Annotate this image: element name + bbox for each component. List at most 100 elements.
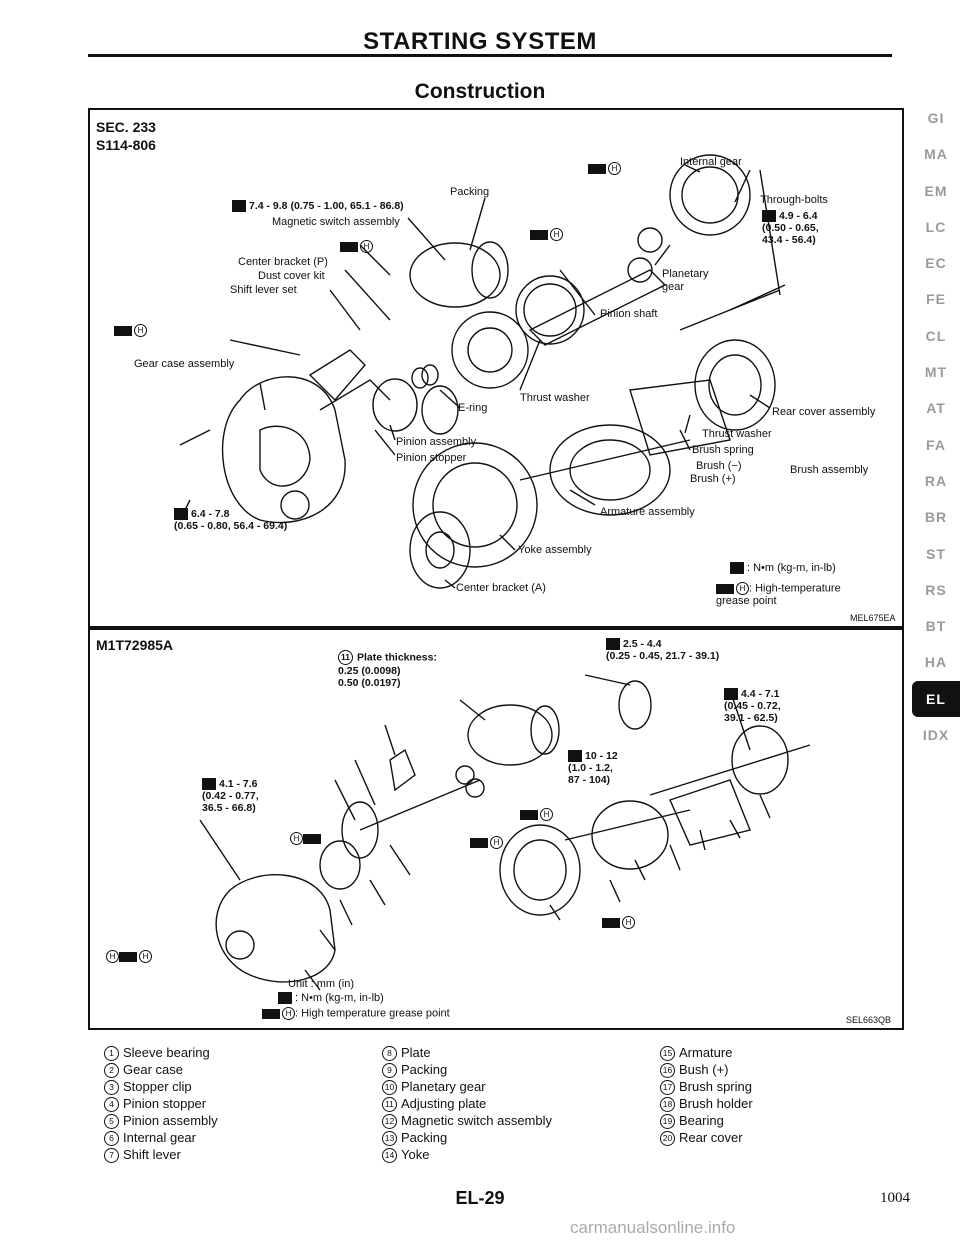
grease-point-marker: H: [602, 916, 635, 929]
part-name: Rear cover: [679, 1130, 743, 1146]
h-circle-icon: H: [540, 808, 553, 821]
label-yoke: Yoke assembly: [518, 544, 592, 556]
part-number: 17: [660, 1080, 675, 1096]
torque-spec-a: 2.5 - 4.4 (0.25 - 0.45, 21.7 - 39.1): [606, 638, 719, 662]
grease-point-marker: H: [114, 324, 147, 337]
h-circle-icon: H: [282, 1007, 295, 1020]
label-brush-negative: Brush (−): [696, 460, 742, 472]
torque-value: 6.4 - 7.8 (0.65 - 0.80, 56.4 - 69.4): [174, 508, 288, 533]
tab-lc[interactable]: LC: [925, 218, 947, 235]
part-number: 20: [660, 1131, 675, 1147]
tab-cl[interactable]: CL: [925, 327, 947, 344]
label-dust-cover: Dust cover kit: [258, 270, 325, 282]
torque-icon: [724, 688, 738, 701]
part-number: 12: [382, 1114, 397, 1130]
part-number: 9: [382, 1063, 397, 1079]
part-name: Packing: [401, 1062, 448, 1078]
legend-grease: H: High temperature grease point: [262, 1007, 450, 1020]
page-title: STARTING SYSTEM: [363, 28, 597, 55]
unit-note: Unit : mm (in): [288, 978, 354, 990]
tab-at[interactable]: AT: [926, 400, 946, 417]
grease-icon: [716, 583, 734, 594]
tab-ha[interactable]: HA: [924, 654, 948, 671]
part-number: 13: [382, 1131, 397, 1147]
grease-point-marker: H: [340, 240, 373, 253]
part-name: Armature: [679, 1045, 733, 1060]
torque-icon: [568, 750, 582, 763]
label-brush-spring: Brush spring: [692, 444, 754, 456]
part-name: Bush (+): [679, 1062, 729, 1078]
tab-br[interactable]: BR: [924, 509, 948, 526]
part-number: 4: [104, 1097, 119, 1113]
tab-gi[interactable]: GI: [927, 110, 945, 126]
h-circle-icon: H: [608, 162, 621, 175]
part-name: Shift lever: [123, 1147, 181, 1163]
part-number: 7: [104, 1148, 119, 1164]
torque-value: 4.4 - 7.1 (0.45 - 0.72, 39.1 - 62.5): [724, 688, 781, 725]
section-tabs: GI MA EM LC EC FE CL MT AT FA RA BR ST R…: [912, 100, 960, 753]
part-number: 10: [382, 1080, 397, 1096]
label-e-ring: E-ring: [458, 402, 488, 414]
torque-spec-magnetic-switch: 7.4 - 9.8 (0.75 - 1.00, 65.1 - 86.8): [232, 200, 404, 213]
part-name: Packing: [401, 1130, 448, 1146]
h-circle-icon: H: [550, 228, 563, 241]
header-rule: [88, 54, 892, 57]
torque-icon: [606, 638, 620, 651]
part-name: Internal gear: [123, 1130, 196, 1146]
label-rear-cover: Rear cover assembly: [772, 406, 876, 418]
part-number: 5: [104, 1114, 119, 1130]
label-thrust-washer: Thrust washer: [520, 392, 590, 404]
tab-em[interactable]: EM: [924, 182, 948, 199]
legend-grease-text: : High temperature grease point: [295, 1007, 450, 1020]
exploded-view-panel-s114: SEC. 233 S114-806 Internal gear Packing …: [88, 108, 904, 628]
h-circle-icon: H: [360, 240, 373, 253]
grease-icon: [470, 837, 488, 848]
grease-point-marker: H: [530, 228, 563, 241]
torque-icon: [278, 992, 292, 1005]
grease-point-marker: H: [520, 808, 553, 821]
tab-rs[interactable]: RS: [925, 581, 947, 598]
label-pinion-shaft: Pinion shaft: [600, 308, 658, 320]
label-packing: Packing: [450, 186, 490, 198]
torque-icon: [730, 562, 744, 575]
tab-ec[interactable]: EC: [925, 255, 947, 272]
h-circle-icon: H: [490, 836, 503, 849]
tab-ra[interactable]: RA: [924, 472, 948, 489]
tab-st[interactable]: ST: [926, 545, 946, 562]
label-through-bolts: Through-bolts: [760, 194, 828, 206]
grease-point-marker: H: [290, 832, 323, 845]
torque-spec-b: 4.4 - 7.1 (0.45 - 0.72, 39.1 - 62.5): [724, 688, 781, 724]
tab-bt[interactable]: BT: [925, 618, 947, 635]
label-planetary-gear: Planetary gear: [662, 268, 709, 293]
torque-icon: [174, 508, 188, 521]
label-brush-positive: Brush (+): [690, 473, 736, 485]
h-circle-icon: H: [139, 950, 152, 963]
torque-spec-c: 10 - 12 (1.0 - 1.2, 87 - 104): [568, 750, 618, 786]
section-title: Construction: [414, 80, 546, 103]
part-number: 11: [382, 1097, 397, 1113]
tab-el[interactable]: EL: [912, 680, 960, 718]
torque-value: 7.4 - 9.8 (0.75 - 1.00, 65.1 - 86.8): [249, 200, 404, 212]
plate-thickness-value: Plate thickness: 0.25 (0.0098) 0.50 (0.0…: [338, 651, 437, 689]
grease-icon: [119, 951, 137, 962]
torque-spec-d: 4.1 - 7.6 (0.42 - 0.77, 36.5 - 66.8): [202, 778, 259, 814]
torque-icon: [232, 200, 246, 213]
number-11-icon: 11: [338, 650, 353, 665]
tab-idx[interactable]: IDX: [922, 727, 950, 744]
figure-code: MEL675EA: [850, 613, 896, 623]
tab-fa[interactable]: FA: [926, 436, 946, 453]
tab-mt[interactable]: MT: [924, 364, 948, 381]
tab-fe[interactable]: FE: [926, 291, 946, 308]
part-name: Plate: [401, 1045, 431, 1060]
tab-ma[interactable]: MA: [924, 146, 948, 163]
part-number: 16: [660, 1063, 675, 1079]
